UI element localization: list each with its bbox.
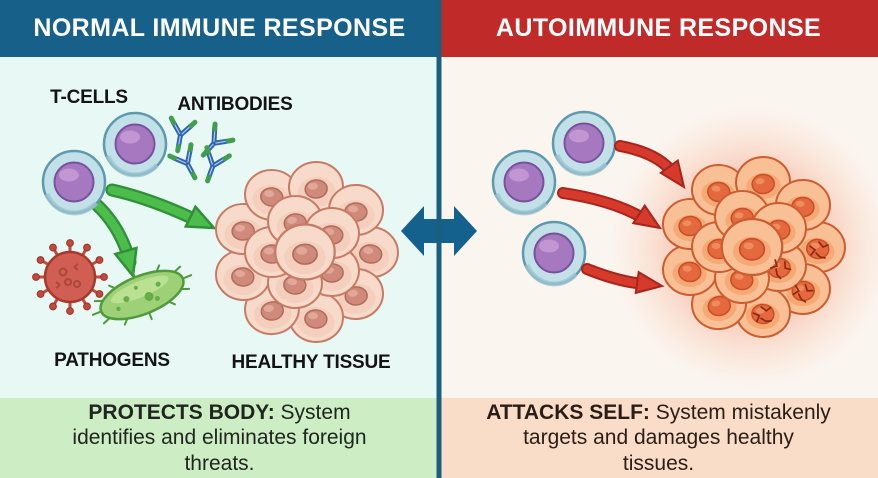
pathogens-label: PATHOGENS (54, 350, 170, 371)
protects-body-caption-text: PROTECTS BODY: System identifies and eli… (55, 400, 385, 477)
t-cells-label: T-CELLS (50, 87, 128, 108)
normal-immune-header-text: NORMAL IMMUNE RESPONSE (33, 14, 406, 42)
attacks-self-caption: ATTACKS SELF: System mistakenly targets … (439, 398, 878, 478)
autoimmune-header-text: AUTOIMMUNE RESPONSE (495, 14, 822, 42)
normal-immune-header: NORMAL IMMUNE RESPONSE (0, 0, 439, 57)
attacks-self-caption-rest: System mistakenly targets and damages he… (523, 400, 831, 475)
normal-immune-panel: NORMAL IMMUNE RESPONSE PROTECTS BODY: Sy… (0, 0, 439, 478)
autoimmune-body (439, 57, 878, 398)
protects-body-caption-rest: System identifies and eliminates foreign… (72, 400, 367, 475)
autoimmune-panel: AUTOIMMUNE RESPONSE ATTACKS SELF: System… (439, 0, 878, 478)
autoimmune-header: AUTOIMMUNE RESPONSE (439, 0, 878, 57)
healthy-tissue-label: HEALTHY TISSUE (231, 352, 391, 373)
attacks-self-caption-text: ATTACKS SELF: System mistakenly targets … (486, 400, 831, 477)
antibodies-label: ANTIBODIES (177, 94, 293, 115)
protects-body-caption-bold: PROTECTS BODY: (88, 400, 275, 424)
attacks-self-caption-bold: ATTACKS SELF: (486, 400, 650, 424)
protects-body-caption: PROTECTS BODY: System identifies and eli… (0, 398, 439, 478)
